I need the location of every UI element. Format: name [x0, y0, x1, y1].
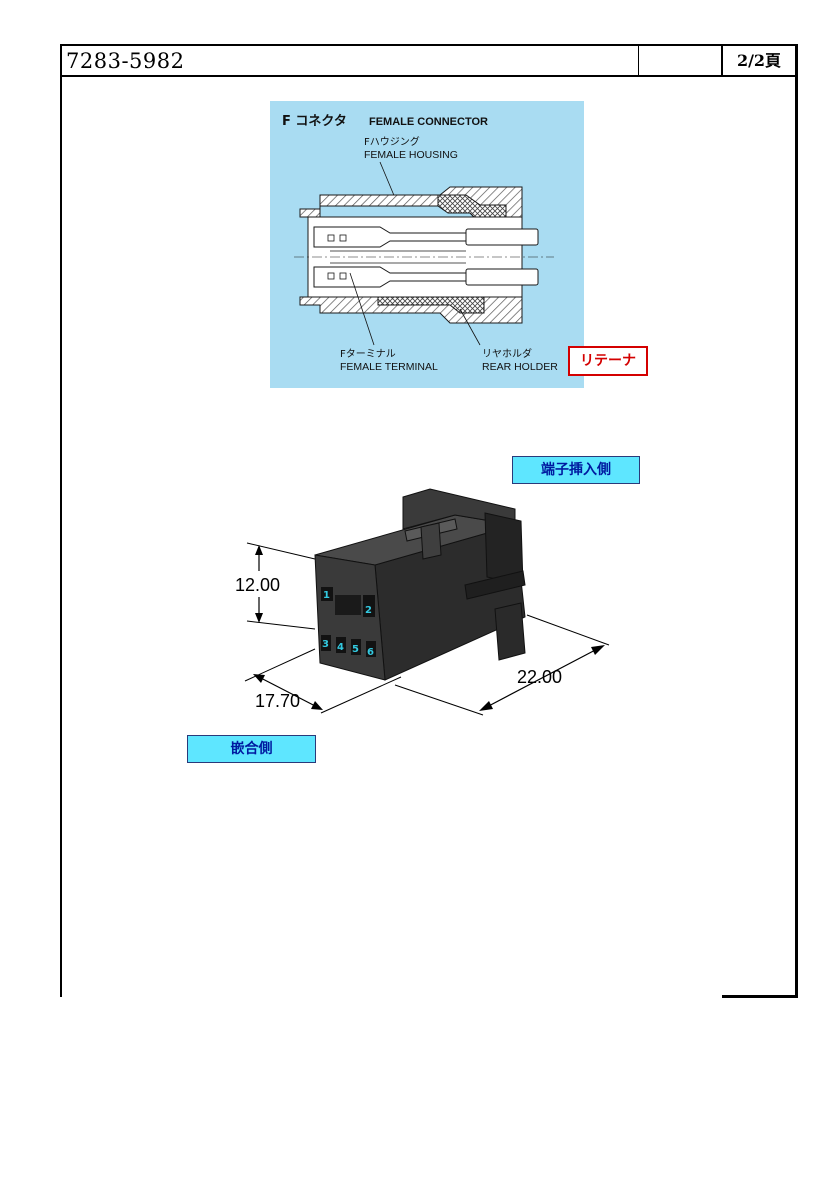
dim-width-value: 17.70: [255, 691, 300, 711]
frame-right-border: [795, 44, 798, 997]
holder-leader-line: [459, 308, 481, 346]
terminal-insertion-side-tag: 端子挿入側: [512, 456, 640, 484]
dim-depth-arrowhead-rear: [591, 645, 605, 655]
housing-label-en: FEMALE HOUSING: [364, 149, 458, 161]
cavity-4: [336, 637, 346, 653]
cavity-number-6: 6: [367, 647, 374, 658]
cavity-number-1: 1: [323, 590, 330, 601]
retainer-callout: リテーナ: [568, 346, 648, 376]
wire-upper: [465, 228, 539, 246]
cavity-1: [321, 587, 333, 601]
frame-left-border: [60, 44, 62, 997]
lock-detail-1: [327, 234, 335, 242]
cavity-number-5: 5: [352, 644, 359, 655]
wire-lower: [465, 268, 539, 286]
cavity-number-3: 3: [322, 639, 329, 650]
cross-section-title-en: FEMALE CONNECTOR: [369, 116, 488, 128]
dim-depth-value: 22.00: [517, 667, 562, 687]
dim-width-arrowhead-left: [253, 674, 265, 683]
connector-front-face: [314, 554, 386, 681]
dim-depth-ext-front: [394, 684, 484, 716]
dim-height-ext-bottom: [246, 620, 316, 630]
mating-side-tag: 嵌合側: [187, 735, 316, 763]
dim-height-arrowhead-top: [255, 545, 263, 555]
cavity-number-4: 4: [337, 642, 344, 653]
dim-depth-arrowhead-front: [479, 701, 493, 711]
connector-latch-2: [420, 522, 442, 560]
cavity-2: [363, 595, 375, 617]
housing-label-jp: Fハウジング: [364, 135, 420, 148]
frame-top-border: [60, 44, 798, 46]
terminal-label-en: FEMALE TERMINAL: [340, 361, 438, 373]
cavity-6: [366, 641, 376, 657]
cavity-5: [351, 639, 361, 655]
cavity-number-2: 2: [365, 605, 372, 616]
lock-detail-2: [339, 234, 347, 242]
page-indicator: 2/2頁: [736, 51, 782, 70]
cavity-wide: [335, 595, 361, 615]
connector-side-clip: [494, 602, 526, 661]
title-block: 7283-5982 2/2頁: [60, 44, 798, 77]
cross-section-title-jp: F コネクタ: [282, 114, 347, 129]
dim-height-value: 12.00: [235, 575, 280, 595]
frame-bottom-stub: [722, 995, 798, 998]
holder-label-jp: リヤホルダ: [482, 347, 532, 360]
connector-side-rib: [464, 570, 526, 600]
dim-depth-ext-rear: [526, 614, 610, 646]
dim-width-arrowhead-right: [311, 701, 323, 710]
holder-label-en: REAR HOLDER: [482, 361, 558, 373]
header-blank-cell: [639, 44, 723, 75]
dim-width-ext-right: [320, 676, 402, 714]
dim-width-arrow-line: [254, 674, 322, 710]
dim-depth-arrow-line: [482, 646, 602, 710]
dim-height-arrowhead-bottom: [255, 613, 263, 623]
terminal-leader-line: [349, 272, 375, 346]
lock-detail-3: [327, 272, 335, 280]
connector-isometric-view: 1 2 3 4 5 6 12.00 17.70 22.00: [235, 488, 610, 716]
terminal-label-jp: Fターミナル: [340, 348, 396, 360]
dim-height-ext-top: [246, 542, 316, 560]
lock-detail-4: [339, 272, 347, 280]
cavity-3: [321, 635, 331, 651]
female-connector-cross-section: F コネクタ FEMALE CONNECTOR Fハウジング FEMALE HO…: [270, 101, 584, 388]
part-number: 7283-5982: [62, 44, 639, 75]
